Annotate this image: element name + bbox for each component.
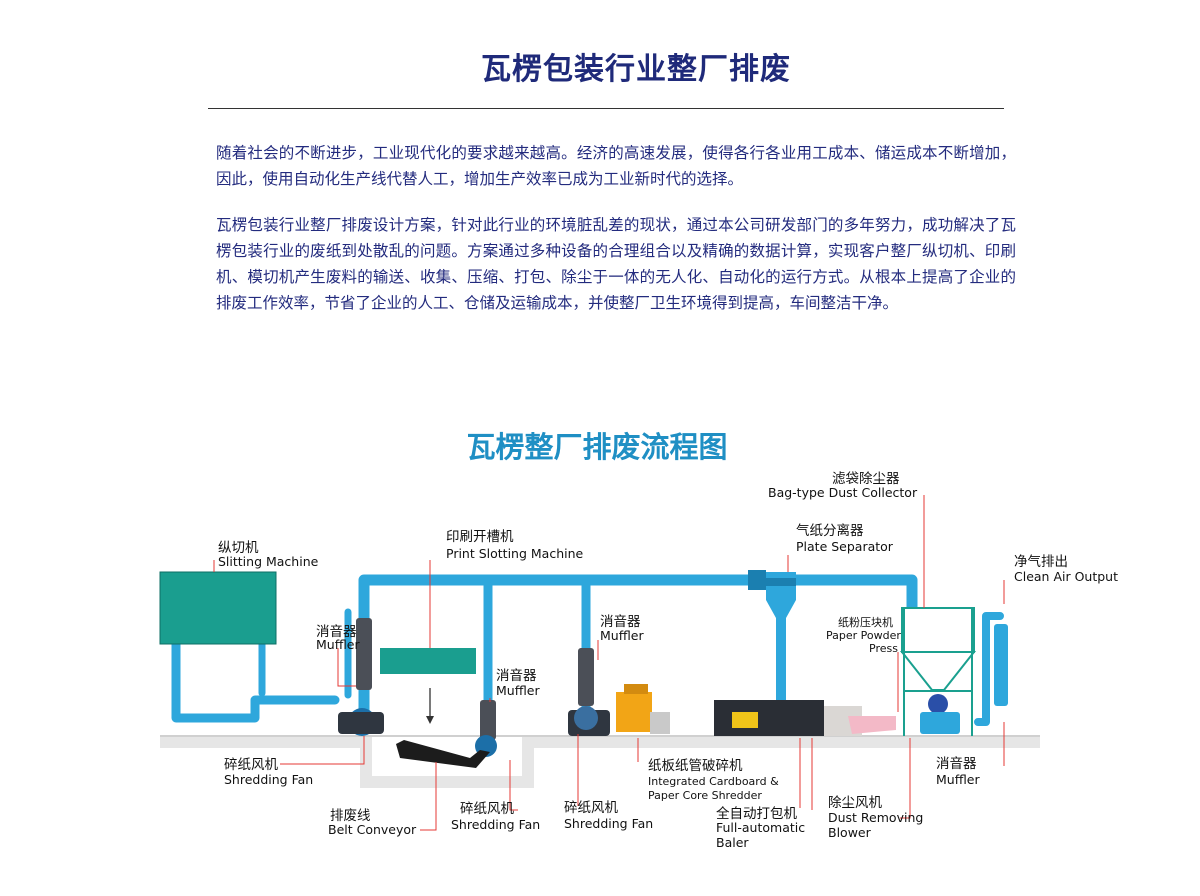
label-clean-en: Clean Air Output bbox=[1014, 569, 1118, 584]
label-shredder-en1: Integrated Cardboard & bbox=[648, 775, 779, 788]
label-baler-cn: 全自动打包机 bbox=[716, 805, 797, 822]
label-shredder-cn: 纸板纸管破碎机 bbox=[648, 758, 743, 774]
label-blower-cn: 除尘风机 bbox=[828, 795, 882, 811]
page-title: 瓦楞包装行业整厂排废 bbox=[481, 52, 791, 87]
belt-conveyor bbox=[396, 740, 490, 768]
intro-text: 随着社会的不断进步，工业现代化的要求越来越高。经济的高速发展，使得各行各业用工成… bbox=[216, 140, 1016, 336]
plate-separator bbox=[766, 572, 796, 702]
main-duct-joint bbox=[748, 570, 766, 590]
label-powder-en1: Paper Powder bbox=[826, 629, 901, 642]
label-fan2-cn: 碎纸风机 bbox=[460, 801, 514, 817]
label-muffler1-cn: 消音器 bbox=[316, 623, 357, 640]
muffler-shapes bbox=[356, 618, 1008, 740]
label-slitting-cn: 纵切机 bbox=[218, 540, 259, 556]
label-clean-cn: 净气排出 bbox=[1014, 554, 1068, 570]
label-belt-en: Belt Conveyor bbox=[328, 822, 417, 837]
label-slitting-en: Slitting Machine bbox=[218, 554, 319, 569]
label-print-en: Print Slotting Machine bbox=[446, 546, 584, 561]
label-blower-en1: Dust Removing bbox=[828, 810, 923, 825]
label-plate-cn: 气纸分离器 bbox=[796, 522, 864, 539]
label-powder-en2: Press bbox=[869, 642, 898, 655]
label-shredder-en2: Paper Core Shredder bbox=[648, 789, 762, 802]
intro-paragraph-2: 瓦楞包装行业整厂排废设计方案，针对此行业的环境脏乱差的现状，通过本公司研发部门的… bbox=[216, 216, 1016, 312]
label-muffler3-en: Muffler bbox=[600, 628, 644, 643]
label-fan3-en: Shredding Fan bbox=[564, 816, 653, 831]
label-muffler3-cn: 消音器 bbox=[600, 613, 641, 630]
intro-paragraph-1: 随着社会的不断进步，工业现代化的要求越来越高。经济的高速发展，使得各行各业用工成… bbox=[216, 144, 1016, 188]
label-blower-en2: Blower bbox=[828, 825, 872, 840]
title-divider bbox=[208, 108, 1004, 109]
label-powder-cn: 纸粉压块机 bbox=[838, 615, 893, 629]
label-baler-en2: Baler bbox=[716, 835, 749, 850]
automatic-baler bbox=[714, 700, 896, 736]
label-muffler1-en: Muffler bbox=[316, 637, 360, 652]
print-slotting-machine bbox=[380, 648, 476, 674]
label-plate-en: Plate Separator bbox=[796, 539, 894, 554]
label-bag-en: Bag-type Dust Collector bbox=[768, 485, 918, 500]
label-fan2-en: Shredding Fan bbox=[451, 817, 540, 832]
label-muffler2-cn: 消音器 bbox=[496, 667, 537, 684]
label-belt-cn: 排废线 bbox=[330, 808, 371, 824]
label-print-cn: 印刷开槽机 bbox=[446, 529, 514, 545]
label-muffler4-en: Muffler bbox=[936, 772, 980, 787]
slitting-machine bbox=[159, 571, 277, 645]
leader-lines bbox=[213, 495, 1005, 831]
label-fan1-cn: 碎纸风机 bbox=[224, 757, 278, 773]
bag-dust-collector bbox=[899, 607, 977, 736]
label-fan3-cn: 碎纸风机 bbox=[564, 800, 618, 816]
label-muffler4-cn: 消音器 bbox=[936, 755, 977, 772]
label-muffler2-en: Muffler bbox=[496, 683, 540, 698]
diagram-labels: 纵切机 Slitting Machine 印刷开槽机 Print Slottin… bbox=[218, 471, 1118, 850]
cardboard-shredder bbox=[616, 684, 670, 734]
label-fan1-en: Shredding Fan bbox=[224, 772, 313, 787]
shredding-fans bbox=[338, 706, 610, 757]
label-bag-cn: 滤袋除尘器 bbox=[832, 471, 900, 487]
flow-chart-title: 瓦楞整厂排废流程图 bbox=[466, 430, 728, 464]
label-baler-en1: Full-automatic bbox=[716, 820, 805, 835]
